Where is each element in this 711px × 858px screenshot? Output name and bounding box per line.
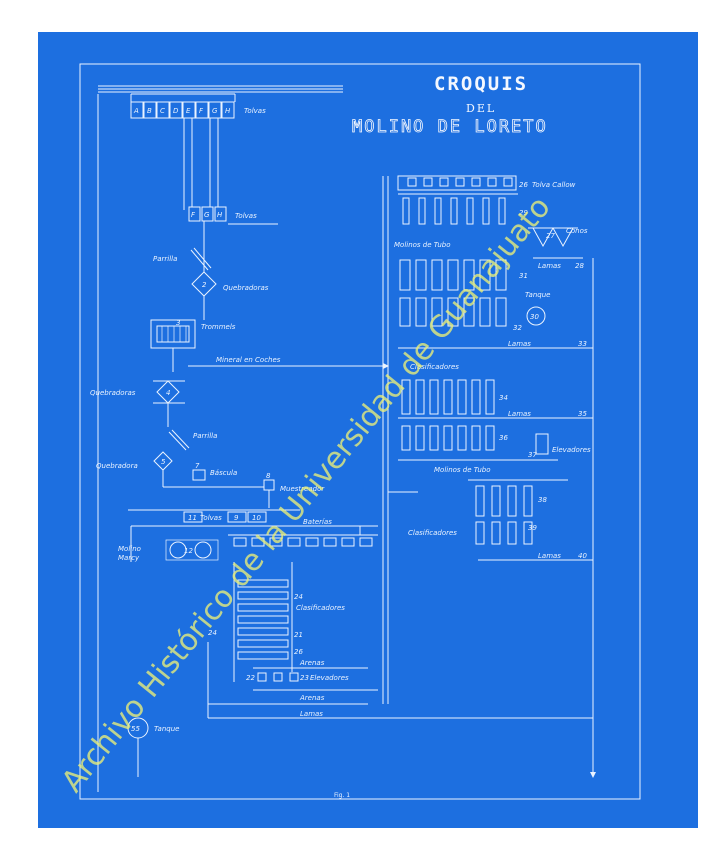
- num-26b: 26: [294, 648, 303, 656]
- label-parrilla2: Parrilla: [193, 432, 217, 440]
- num-5: 5: [161, 458, 166, 466]
- hopper-letter: G: [204, 211, 210, 219]
- label-tolva-callow: Tolva Callow: [532, 181, 576, 189]
- num-10: 10: [252, 514, 261, 522]
- mill-diagram: CROQUIS DEL MOLINO DE LORETO A B C D E F…: [55, 63, 641, 800]
- hopper-letter: E: [186, 107, 191, 115]
- label-lamas-35: Lamas: [508, 410, 531, 418]
- num-32: 32: [513, 324, 522, 332]
- hopper-letter: C: [160, 107, 165, 115]
- label-conos: Conos: [566, 227, 588, 235]
- hopper-letter: D: [173, 107, 179, 115]
- num-38: 38: [538, 496, 547, 504]
- label-molino-marcy2: Marcy: [118, 554, 140, 562]
- num-35: 35: [578, 410, 587, 418]
- hopper-letter: G: [212, 107, 218, 115]
- label-lamas-40: Lamas: [538, 552, 561, 560]
- hopper-letter: H: [217, 211, 223, 219]
- num-11: 11: [188, 514, 197, 522]
- drawing-border: [79, 63, 641, 800]
- label-molino-marcy: Molino: [118, 545, 141, 553]
- hopper-row-2: F G H: [188, 206, 227, 222]
- num-4: 4: [166, 389, 170, 397]
- label-trommels: Trommels: [201, 323, 236, 331]
- label-clasificadores-left: Clasificadores: [296, 604, 345, 612]
- hopper-letter: B: [147, 107, 152, 115]
- num-36: 36: [499, 434, 508, 442]
- clasificadores-lower: [475, 485, 533, 545]
- num-24b: 24: [294, 593, 303, 601]
- tube-mills-bank-2: [401, 425, 495, 451]
- trommels: [150, 319, 196, 349]
- num-21: 21: [294, 631, 303, 639]
- title-line2: DEL: [466, 102, 496, 115]
- label-molinos-tubo2: Molinos de Tubo: [434, 466, 491, 474]
- label-lamas-33: Lamas: [508, 340, 531, 348]
- num-22: 22: [246, 674, 255, 682]
- tube-mills-top: [402, 197, 506, 225]
- num-33: 33: [578, 340, 587, 348]
- label-elevadores-left: Elevadores: [310, 674, 349, 682]
- num-29: 29: [519, 209, 528, 217]
- num-31: 31: [519, 272, 528, 280]
- label-molinos-tubo: Molinos de Tubo: [394, 241, 451, 249]
- label-tolvas3: Tolvas: [200, 514, 222, 522]
- num-40: 40: [578, 552, 587, 560]
- num-34: 34: [499, 394, 508, 402]
- battery-row: [233, 537, 373, 547]
- clasificadores-left: [237, 579, 289, 660]
- num-2: 2: [202, 281, 207, 289]
- label-lamas-28: Lamas: [538, 262, 561, 270]
- num-9: 9: [234, 514, 239, 522]
- label-elevadores-right: Elevadores: [552, 446, 591, 454]
- title-line1: CROQUIS: [434, 73, 528, 95]
- tube-mills-bank-1: [399, 259, 507, 327]
- num-26: 26: [519, 181, 528, 189]
- label-parrilla: Parrilla: [153, 255, 177, 263]
- label-arenas1: Arenas: [299, 659, 325, 667]
- blueprint-sheet: CROQUIS DEL MOLINO DE LORETO A B C D E F…: [38, 32, 698, 828]
- num-3: 3: [176, 319, 180, 327]
- label-quebradora: Quebradora: [96, 462, 138, 470]
- num-37: 37: [528, 451, 537, 459]
- hopper-letter: F: [199, 107, 204, 115]
- num-27: 27: [546, 232, 555, 240]
- hopper-letter: A: [133, 107, 139, 115]
- num-8: 8: [266, 472, 271, 480]
- label-tanque-bottom: Tanque: [154, 725, 179, 733]
- label-clasificadores-right: Clasificadores: [410, 363, 459, 371]
- figure-caption: Fig. 1: [334, 792, 350, 799]
- num-23: 23: [300, 674, 309, 682]
- tolva-callow-row: [397, 175, 517, 191]
- hopper-letter: H: [225, 107, 231, 115]
- label-bateria: Baterías: [303, 518, 332, 526]
- label-quebradoras-left: Quebradoras: [90, 389, 136, 397]
- num-30: 30: [530, 313, 539, 321]
- label-bascula: Báscula: [210, 469, 237, 477]
- num-24: 24: [208, 629, 217, 637]
- clasificadores-right-bank: [401, 379, 495, 415]
- hopper-letter: F: [191, 211, 196, 219]
- label-mineral-coches: Mineral en Coches: [216, 356, 281, 364]
- label-lamas-bottom: Lamas: [300, 710, 323, 718]
- num-28: 28: [575, 262, 584, 270]
- label-arenas2: Arenas: [299, 694, 325, 702]
- label-clasificadores-lower: Clasificadores: [408, 529, 457, 537]
- title-line3: MOLINO DE LORETO: [352, 117, 548, 137]
- num-39: 39: [528, 524, 537, 532]
- label-tanque-right: Tanque: [525, 291, 550, 299]
- hopper-row-top: A B C D E F G H: [130, 101, 235, 119]
- num-12: 12: [184, 547, 193, 555]
- label-quebradoras: Quebradoras: [223, 284, 269, 292]
- label-tolvas: Tolvas: [244, 107, 266, 115]
- label-tolvas2: Tolvas: [235, 212, 257, 220]
- num-55: 55: [131, 725, 140, 733]
- num-7: 7: [195, 462, 200, 470]
- label-muestreador: Muestreador: [280, 485, 325, 493]
